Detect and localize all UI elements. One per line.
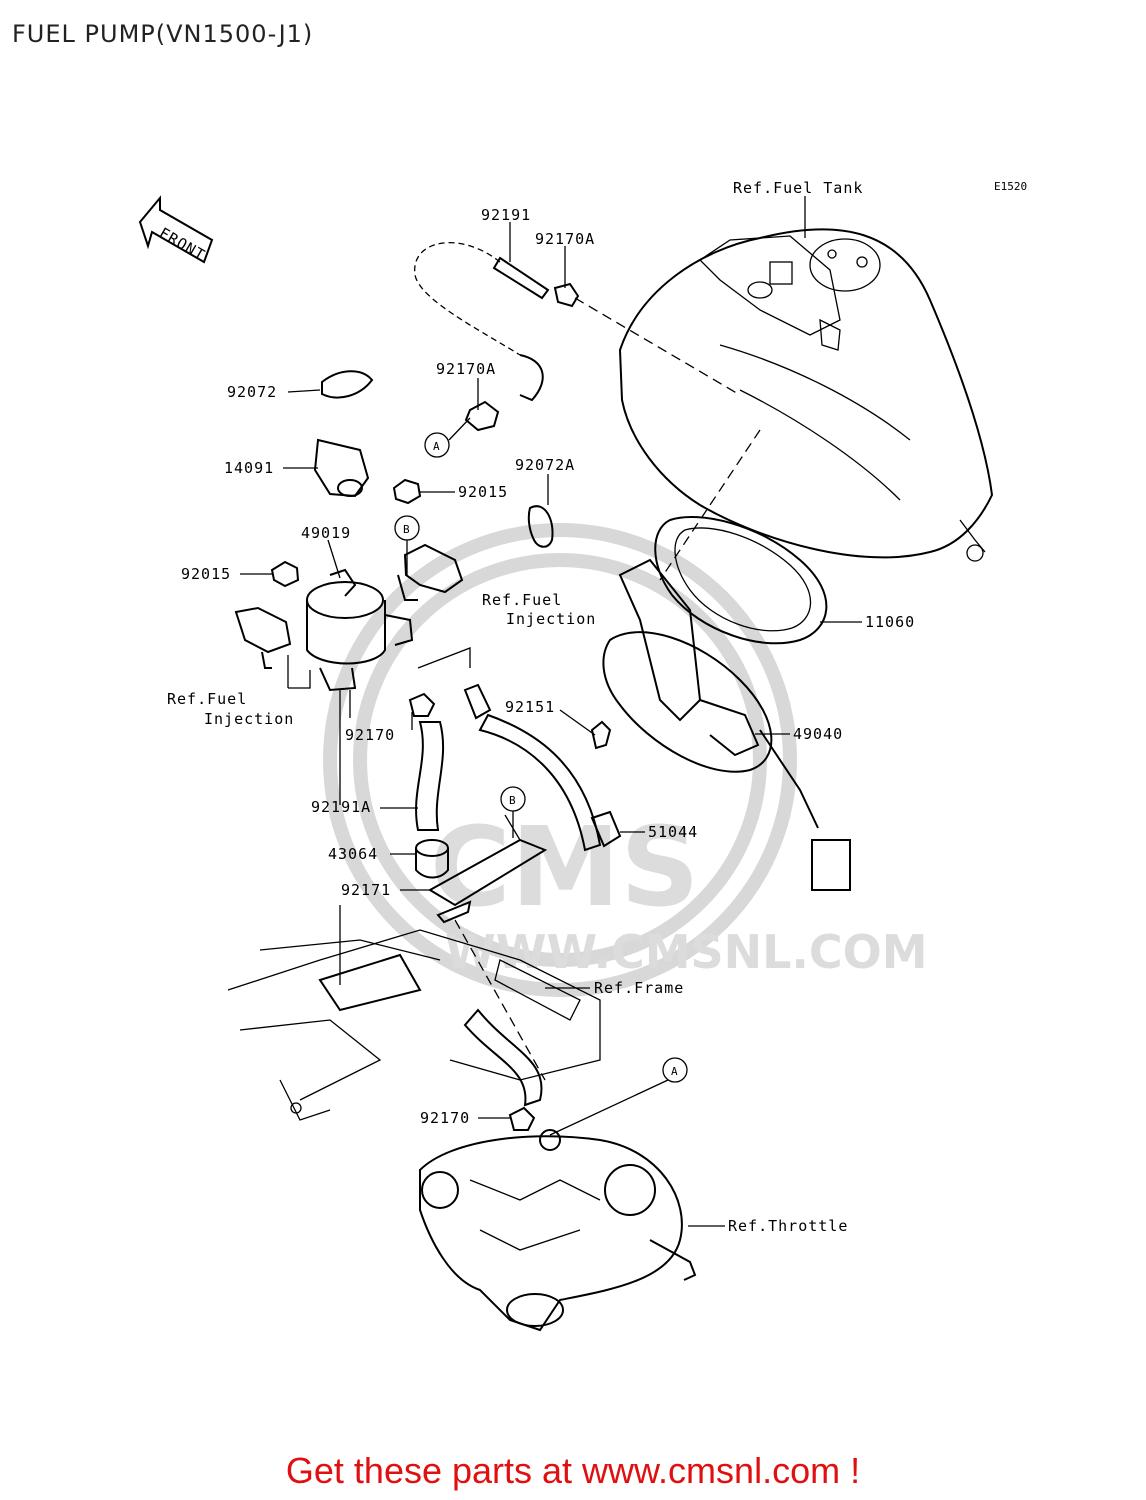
label-92170a-top: 92170A [535, 230, 595, 248]
svg-text:B: B [509, 794, 516, 807]
diagram-code: E1520 [994, 180, 1027, 193]
label-ref-fuel-injection-left-1: Ref.Fuel [167, 690, 247, 708]
label-ref-fuel-tank: Ref.Fuel Tank [733, 179, 863, 197]
frame-section [227, 929, 601, 1121]
cover-14091 [313, 438, 370, 498]
label-92015-left: 92015 [181, 565, 231, 583]
callout-b-top: B [394, 515, 420, 575]
connector-51044 [590, 810, 622, 848]
label-92170-bottom: 92170 [420, 1109, 470, 1127]
damper-43064 [415, 839, 449, 879]
label-92072a: 92072A [515, 456, 575, 474]
hose-92191 [414, 241, 550, 402]
fuel-tank [618, 228, 994, 562]
label-ref-throttle: Ref.Throttle [728, 1217, 848, 1235]
label-92015-top: 92015 [458, 483, 508, 501]
label-92171: 92171 [341, 881, 391, 899]
label-92170-mid: 92170 [345, 726, 395, 744]
clamp-92170a [553, 282, 580, 308]
band-92072a [527, 505, 554, 548]
label-92191a: 92191A [311, 798, 371, 816]
svg-text:B: B [403, 523, 410, 536]
sensor-fuel-injection-left [234, 606, 292, 669]
label-43064: 43064 [328, 845, 378, 863]
hose-throttle-feed [463, 1008, 543, 1107]
svg-text:A: A [671, 1065, 678, 1078]
label-ref-fuel-injection-left-2: Injection [204, 710, 294, 728]
label-14091: 14091 [224, 459, 274, 477]
watermark-url: WWW.CMSNL.COM [445, 925, 928, 979]
page-title: FUEL PUMP(VN1500-J1) [12, 20, 314, 48]
label-92072: 92072 [227, 383, 277, 401]
nut-92015-top [392, 478, 422, 505]
gasket-11060 [654, 516, 828, 645]
nut-92015-left [270, 560, 300, 588]
clamp-92170-mid [408, 692, 436, 717]
front-arrow-icon: FRONT [138, 195, 214, 265]
callout-b-bracket: B [500, 786, 526, 838]
clamp-92170-bottom [508, 1106, 536, 1131]
band-92072 [321, 370, 374, 399]
fuel-pump-49040 [602, 558, 851, 891]
alignment-line [574, 297, 741, 396]
svg-text:A: A [433, 440, 440, 453]
label-51044: 51044 [648, 823, 698, 841]
label-ref-fuel-injection-right-2: Injection [506, 610, 596, 628]
label-49040: 49040 [793, 725, 843, 743]
label-92191: 92191 [481, 206, 531, 224]
label-ref-fuel-injection-right-1: Ref.Fuel [482, 591, 562, 609]
footer-promo-link[interactable]: Get these parts at www.cmsnl.com ! [285, 1450, 861, 1491]
label-49019: 49019 [301, 524, 351, 542]
throttle-body [419, 1129, 697, 1332]
callout-a-top: A [424, 417, 471, 458]
label-92151: 92151 [505, 698, 555, 716]
label-11060: 11060 [865, 613, 915, 631]
leader-lines [240, 196, 862, 1227]
screw-92151 [590, 720, 612, 750]
label-92170a-mid: 92170A [436, 360, 496, 378]
regulator-49019 [306, 568, 414, 692]
front-label: FRONT [156, 224, 208, 265]
watermark-logo: CMS [430, 803, 699, 931]
callout-a-bottom: A [549, 1057, 688, 1136]
watermark: CMS WWW.CMSNL.COM [323, 523, 928, 997]
hose-92191a [415, 683, 602, 852]
label-ref-frame: Ref.Frame [594, 979, 684, 997]
alignment-line [454, 919, 546, 1081]
clamp-92170a-mid [464, 400, 500, 432]
alignment-line [659, 429, 761, 581]
sensor-fuel-injection-right [397, 543, 464, 601]
